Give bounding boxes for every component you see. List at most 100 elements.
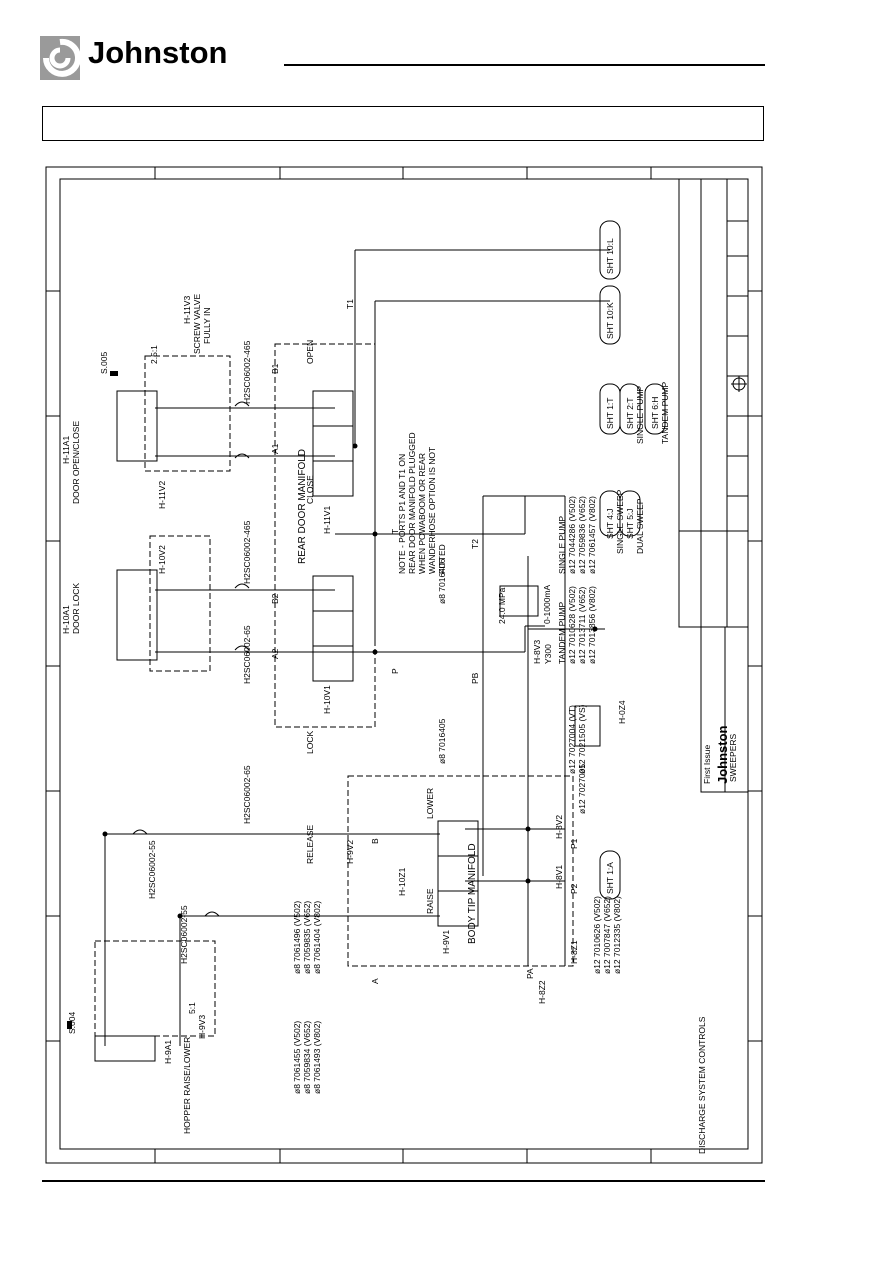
label-raise: RAISE [425,888,435,914]
h11v2-label: H-11V2 [157,481,167,509]
h10a1-desc: DOOR LOCK [71,583,81,634]
ref-single-sweep: SINGLE SWEEP [615,489,625,554]
port-pb: PB [470,672,480,684]
page-title-box [42,106,764,141]
h10v2-label: H-10V2 [157,545,167,574]
sheet-ref-1t[interactable]: SHT 1:T [605,398,615,430]
port-p1: P1 [569,838,579,849]
label-lock: LOCK [305,731,315,754]
pipe-p6-1: ø8 7061496 (V502) [292,901,302,974]
pipe-p1: ø8 7016406 [437,558,447,604]
h9v1-label: H-9V1 [441,930,451,954]
h10a1-label: H-10A1 [61,605,71,634]
port-b1: B1 [270,363,280,374]
ref-dual-sweep: DUAL SWEEP [635,498,645,554]
pipe-p7-1: ø8 7061455 (V502) [292,1021,302,1094]
h10z1-label: H-10Z1 [397,867,407,896]
sheet-ref-2t[interactable]: SHT 2:T [625,398,635,430]
label-close: CLOSE [305,475,315,504]
pipe-p3-2: ø12 7021505 (VS) [577,704,587,774]
sheet-ref-5j[interactable]: SHT 5:J [625,508,635,539]
pipe-p5-1: ø12 7010626 (V502) [592,896,602,974]
label-open: OPEN [305,340,315,364]
pipe-p5-3: ø12 7012335 (V802) [612,896,622,974]
current-label: 0-1000mA [542,584,552,624]
pipe-p2: ø8 7016405 [437,718,447,764]
ratio-2-5-1: 2.5:1 [149,345,159,364]
hose-65-a: H2SC06002-65 [242,625,252,684]
port-p: P [390,668,400,674]
h8v3-label: H-8V3 [532,640,542,664]
pipe-p3-1: ø12 7027004 (VT) [567,705,577,774]
sheet-ref-10l[interactable]: SHT 10:L [605,238,615,274]
schematic-sheet: DISCHARGE SYSTEM CONTROLS First Issue Jo… [45,166,763,1164]
port-p2: P2 [569,883,579,894]
title-block-brand: Johnston [715,725,730,784]
port-t1: T1 [345,299,355,309]
port-a: A [370,978,380,984]
sheet-ref-10k[interactable]: SHT 10:K [605,302,615,339]
label-release: RELEASE [305,824,315,864]
h9v2-label: H-9V2 [345,840,355,864]
single-pipe-2: ø12 7059836 (V652) [577,496,587,574]
port-t2: T2 [470,539,480,549]
port-b2: B2 [270,593,280,604]
s005-label: S.005 [99,352,109,374]
note-line-1: NOTE - PORTS P1 AND T1 ON [397,454,407,574]
sheet-ref-6h[interactable]: SHT 6:H [650,397,660,429]
title-block-sub: SWEEPERS [728,733,738,782]
ref-single-pump: SINGLE PUMP [635,386,645,444]
hose-55-b: H2SC06002-55 [179,905,189,964]
h11a1-desc: DOOR OPEN/CLOSE [71,421,81,504]
h11v3-desc-2: FULLY IN [202,307,212,344]
s004-label: S.004 [67,1012,77,1034]
h11v3-label: H-11V3 [182,296,192,324]
h11v1-label: H-11V1 [322,506,332,534]
single-pipe-1: ø12 7044286 (V502) [567,496,577,574]
brand-logo: Johnston [40,34,260,82]
y300-label: Y300 [543,644,553,664]
h10v1-label: H-10V1 [322,685,332,714]
tandem-pipe-2: ø12 7013711 (V652) [577,586,587,664]
hose-465-a: H2SC06002-465 [242,340,252,404]
hose-65-b: H2SC06002-65 [242,765,252,824]
body-tip-manifold-label: BODY TIP MANIFOLD [467,843,478,944]
tandem-pipe-1: ø12 7010628 (V502) [567,586,577,664]
h11v3-desc-1: SCREW VALVE [192,294,202,354]
note-line-2: REAR DOOR MANIFOLD PLUGGED [407,432,417,574]
pipe-p6-2: ø8 7059835 (V652) [302,901,312,974]
single-pipe-3: ø12 7061457 (V802) [587,496,597,574]
brand-name: Johnston [88,35,228,70]
pipe-p7-3: ø8 7061493 (V802) [312,1021,322,1094]
h8z2-label: H-8Z2 [537,980,547,1004]
port-a2: A2 [270,648,280,659]
h0z4-label: H-0Z4 [617,700,627,724]
pipe-p6-3: ø8 7061404 (V802) [312,901,322,974]
footer-rule [42,1180,765,1182]
note-line-3: WHEN POWABOOM OR REAR [417,453,427,574]
single-pump-head: SINGLE PUMP [557,516,567,574]
hydraulic-schematic: DISCHARGE SYSTEM CONTROLS First Issue Jo… [45,166,763,1164]
pipe-p4: ø12 7027005 [577,764,587,814]
h9a1-label: H-9A1 [163,1040,173,1064]
sheet-ref-1a[interactable]: SHT 1:A [605,862,615,894]
h9v3-label: H-9V3 [197,1015,207,1039]
sheet-ref-4j[interactable]: SHT 4:J [605,508,615,539]
port-pa: PA [525,968,535,979]
tandem-pump-head: TANDEM PUMP [557,601,567,664]
h8v1-label: H-8V1 [554,865,564,889]
hose-55-a: H2SC06002-55 [147,840,157,899]
h8z1-label: H-8Z1 [569,940,579,964]
h8v2-label: H-8V2 [554,815,564,839]
first-issue-label: First Issue [702,745,712,784]
rear-door-manifold-label: REAR DOOR MANIFOLD [297,449,308,564]
johnston-logo-icon [40,36,80,80]
tandem-pipe-3: ø12 7013856 (V802) [587,586,597,664]
pipe-p5-2: ø12 7007847 (V652) [602,896,612,974]
pressure-label: 24.0 MPa [497,587,507,624]
h9a1-desc: HOPPER RAISE/LOWER [182,1037,192,1134]
ratio-5-1: 5:1 [187,1002,197,1014]
hose-465-b: H2SC06002-465 [242,520,252,584]
ref-tandem-pump: TANDEM PUMP [660,381,670,444]
header-rule [284,64,765,66]
